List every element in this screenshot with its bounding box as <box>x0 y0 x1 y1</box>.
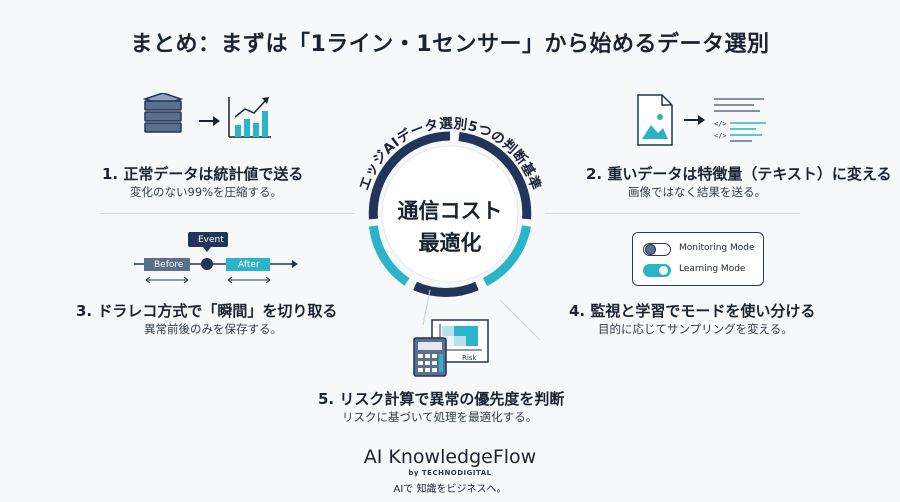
item1-heading: 1. 正常データは統計値で送る <box>102 165 304 183</box>
after-label: After <box>238 260 260 270</box>
event-dot <box>201 258 213 270</box>
arrow-right-icon <box>684 115 705 125</box>
code-tag-2: </> <box>714 132 727 140</box>
ring-segment-top-left <box>368 131 451 220</box>
text-lines-icon <box>714 98 766 142</box>
event-tag <box>188 232 228 247</box>
code-tag-1: </> <box>714 120 727 128</box>
risk-calculation-illustration: Risk <box>413 319 489 377</box>
calculator-icon <box>413 337 447 377</box>
after-box <box>226 258 270 271</box>
event-label: Event <box>198 235 224 245</box>
center-circle <box>381 145 519 283</box>
before-label: Before <box>154 260 184 270</box>
item1-sub: 変化のない99%を圧縮する。 <box>130 185 283 199</box>
item2-heading: 2. 重いデータは特徴量（テキスト）に変える <box>586 165 892 183</box>
left-divider <box>100 213 355 214</box>
ring-segment-bottom <box>413 281 479 297</box>
image-file-icon <box>637 94 673 146</box>
ring-segment-top-right <box>458 132 532 220</box>
item3-sub: 異常前後のみを保存する。 <box>144 322 282 336</box>
item4-heading: 4. 監視と学習でモードを使い分ける <box>569 302 816 320</box>
mode-toggle-card: Monitoring Mode Learning Mode <box>632 232 764 286</box>
arrow-right-icon <box>199 116 220 126</box>
brand-tagline: AIで 知識をビジネスへ。 <box>393 484 507 495</box>
timeline-illustration <box>134 232 298 284</box>
center-text-line1: 通信コスト <box>397 199 503 223</box>
bar-chart-icon <box>228 97 271 138</box>
ring-segment-right <box>482 225 531 287</box>
learning-mode-label: Learning Mode <box>679 264 746 274</box>
image-to-text-illustration: </> </> <box>637 94 766 146</box>
center-text-line2: 最適化 <box>418 231 482 255</box>
item5-sub: リスクに基づいて処理を最適化する。 <box>342 410 538 424</box>
risk-label: Risk <box>462 354 477 362</box>
ring-segment-left <box>369 225 410 286</box>
brand-name: AI KnowledgeFlow <box>363 446 537 468</box>
page-title: まとめ：まずは「1ライン・1センサー」から始めるデータ選別 <box>130 32 770 57</box>
before-box <box>144 258 190 271</box>
item2-sub: 画像ではなく結果を送る。 <box>628 185 766 199</box>
right-divider <box>545 213 800 214</box>
database-stack-icon <box>143 93 184 133</box>
item3-heading: 3. ドラレコ方式で「瞬間」を切り取る <box>76 302 338 320</box>
monitoring-mode-label: Monitoring Mode <box>679 243 755 253</box>
center-ring-diagram: エッジAIデータ選別5つの判断基準 <box>356 116 544 340</box>
brand-byline: by TECHNODIGITAL <box>408 469 492 477</box>
item5-heading: 5. リスク計算で異常の優先度を判断 <box>318 390 565 408</box>
learning-toggle <box>643 264 671 277</box>
monitoring-toggle <box>643 243 671 256</box>
item4-sub: 目的に応じてサンプリングを変える。 <box>598 322 793 336</box>
database-to-chart-illustration <box>143 93 271 138</box>
